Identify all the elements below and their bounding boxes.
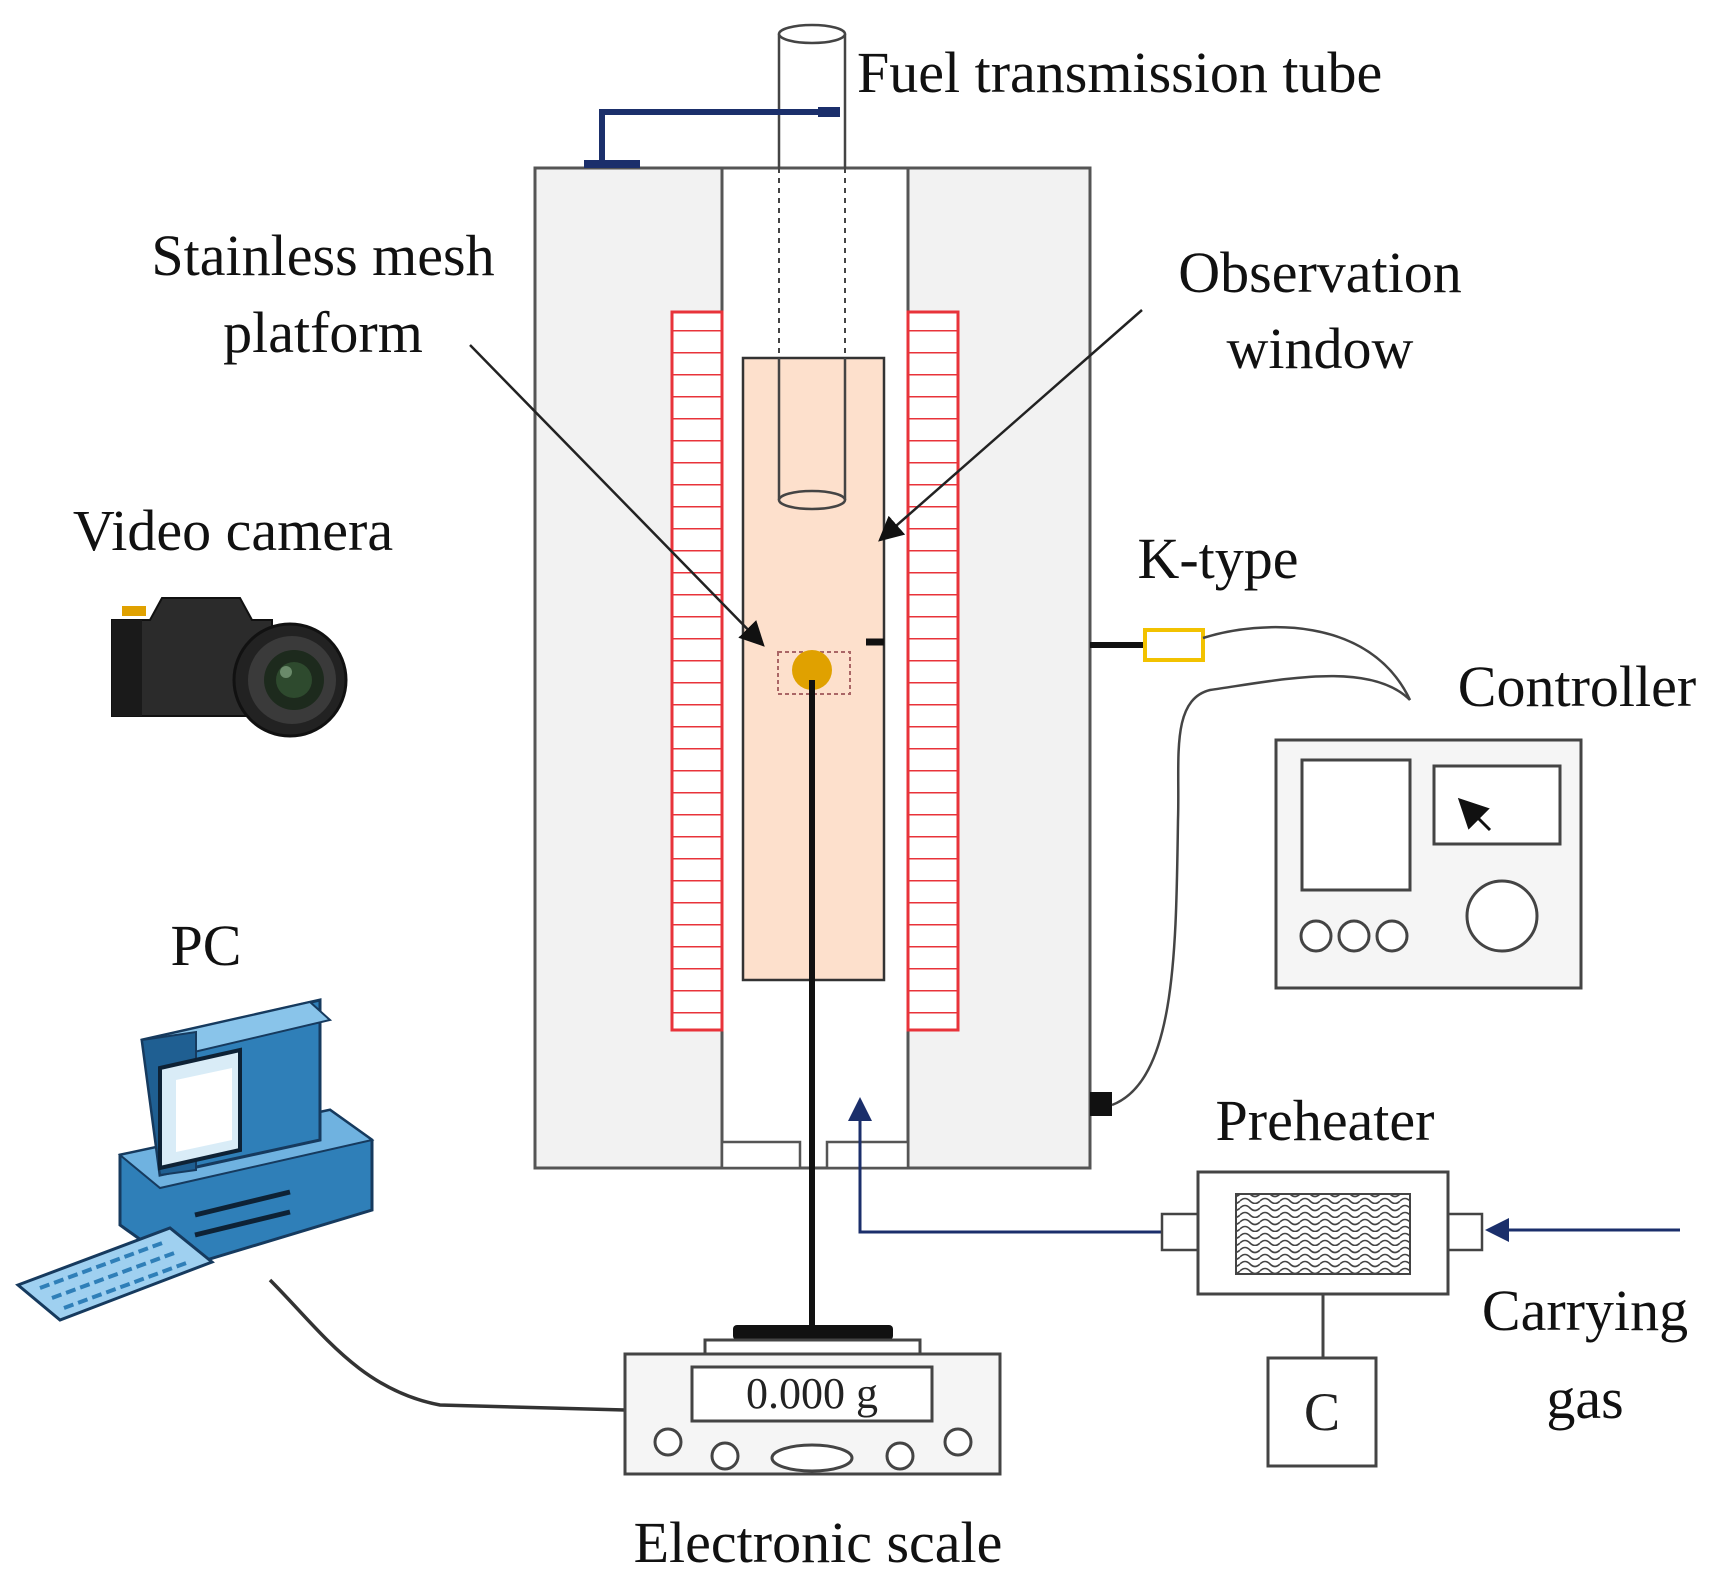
controller-knob-3 [1375, 919, 1409, 953]
scale-button-3 [885, 1441, 915, 1471]
scale-pan-base [703, 1338, 922, 1356]
preheater-mesh [1235, 1193, 1411, 1275]
controller-gauge [1432, 764, 1562, 846]
furnace [533, 23, 1205, 1330]
label-preheater: Preheater [1216, 1088, 1435, 1153]
preheater: C [848, 1097, 1680, 1468]
pc-to-scale-cable [268, 1278, 626, 1412]
label-mesh-line1: Stainless mesh [151, 223, 494, 288]
controller-knob-1 [1299, 919, 1333, 953]
scale-button-4 [943, 1427, 973, 1457]
heater-left [670, 310, 724, 1032]
controller-to-furnace-wire [1111, 674, 1411, 1107]
scale-button-1 [653, 1427, 683, 1457]
preheater-inlet-port [1160, 1212, 1200, 1252]
controller-knob-2 [1337, 919, 1371, 953]
fuel-droplet [792, 650, 832, 690]
heater-right [906, 310, 960, 1032]
pc-computer-icon [15, 998, 375, 1322]
bottom-plate-right [825, 1140, 910, 1170]
controller [1274, 738, 1583, 990]
label-ktype: K-type [1137, 526, 1298, 591]
video-camera-icon [111, 597, 348, 738]
label-mesh-line2: platform [223, 300, 423, 365]
electronic-scale: 0.000 g [623, 1325, 1002, 1476]
top-pipe-flange [584, 160, 640, 168]
scale-center-button [770, 1443, 854, 1473]
label-electronic-scale: Electronic scale [634, 1510, 1003, 1575]
label-fuel-transmission-tube: Fuel transmission tube [857, 40, 1382, 105]
label-controller: Controller [1458, 654, 1696, 719]
label-carrying-gas-line2: gas [1546, 1366, 1623, 1431]
c-box [1266, 1356, 1378, 1468]
label-video-camera: Video camera [73, 498, 393, 563]
gauge-needle [1457, 797, 1492, 832]
mesh-pointer-arrow [469, 344, 765, 647]
label-carrying-gas-line1: Carrying [1482, 1278, 1688, 1343]
bottom-plate-left [720, 1140, 802, 1170]
scale-display [690, 1365, 934, 1423]
top-pipe-joint [818, 107, 840, 117]
top-gas-pipe [599, 109, 835, 165]
controller-screen [1300, 758, 1412, 892]
label-window-line2: window [1227, 316, 1414, 381]
window-pointer-arrow [878, 309, 1143, 542]
preheater-outlet-line [848, 1097, 1162, 1234]
scale-button-2 [710, 1441, 740, 1471]
scale-pan [733, 1325, 893, 1340]
controller-dial [1465, 879, 1539, 953]
label-window-line1: Observation [1178, 240, 1462, 305]
ktype-to-controller-wire [1202, 625, 1412, 701]
bottom-connector [1090, 1092, 1112, 1116]
c-box-label: C [1304, 1382, 1340, 1442]
scale-display-value: 0.000 g [746, 1369, 878, 1418]
preheater-outlet-port [1446, 1212, 1484, 1252]
fuel-transmission-tube [777, 23, 847, 511]
ktype-thermocouple [1143, 628, 1205, 662]
label-pc: PC [171, 913, 242, 978]
